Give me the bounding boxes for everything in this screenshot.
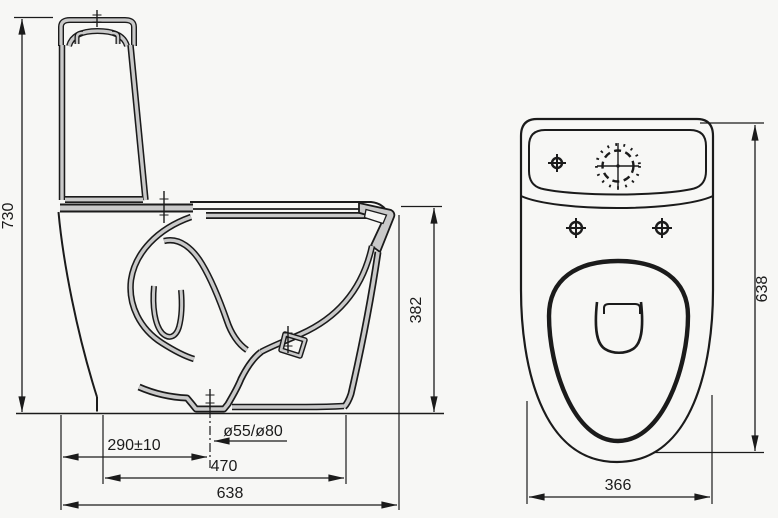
outlet-cup-outline <box>594 301 644 355</box>
bowl-and-trapway <box>57 211 379 468</box>
top-plan-view: 638 366 <box>519 117 771 504</box>
body-outline <box>519 117 715 464</box>
dim-outlet-diameter: ø55/ø80 <box>223 423 283 440</box>
seat-ring-outline <box>546 258 691 444</box>
cistern-lid <box>61 10 134 46</box>
hinge-bolt-crosshair-right-icon <box>652 218 672 238</box>
lid-centerline-marker <box>92 10 102 27</box>
bowl-deck <box>60 191 193 223</box>
tank-bolt-marker <box>159 191 169 223</box>
dim-bowl-height: 382 <box>408 297 425 324</box>
rim-front-hook <box>358 201 396 254</box>
pedestal-back-edge <box>57 211 98 398</box>
cistern-front-seam <box>520 195 714 209</box>
dim-top-length: 638 <box>754 276 771 303</box>
side-dimensions: 730 382 290±10 ø55/ø80 470 638 <box>0 16 442 510</box>
hinge-bolt-crosshair-left-icon <box>566 218 586 238</box>
lid-bolt-crosshair-icon <box>548 154 566 172</box>
seat-and-cover <box>190 201 396 254</box>
flush-button-crosshair-icon <box>595 143 641 190</box>
dim-overall-height: 730 <box>0 203 17 230</box>
cistern-top-outline <box>528 129 707 196</box>
cistern-tank <box>62 45 146 200</box>
drain-outlet-centerline <box>205 389 215 468</box>
fixing-pocket <box>281 326 305 356</box>
dim-overall-length: 638 <box>217 485 244 502</box>
dim-outlet-setout: 290±10 <box>107 437 160 454</box>
dim-base-length: 470 <box>211 458 238 475</box>
dim-top-width: 366 <box>605 477 632 494</box>
top-dimensions: 638 366 <box>526 122 771 504</box>
side-section-view: 730 382 290±10 ø55/ø80 470 638 <box>0 10 444 510</box>
